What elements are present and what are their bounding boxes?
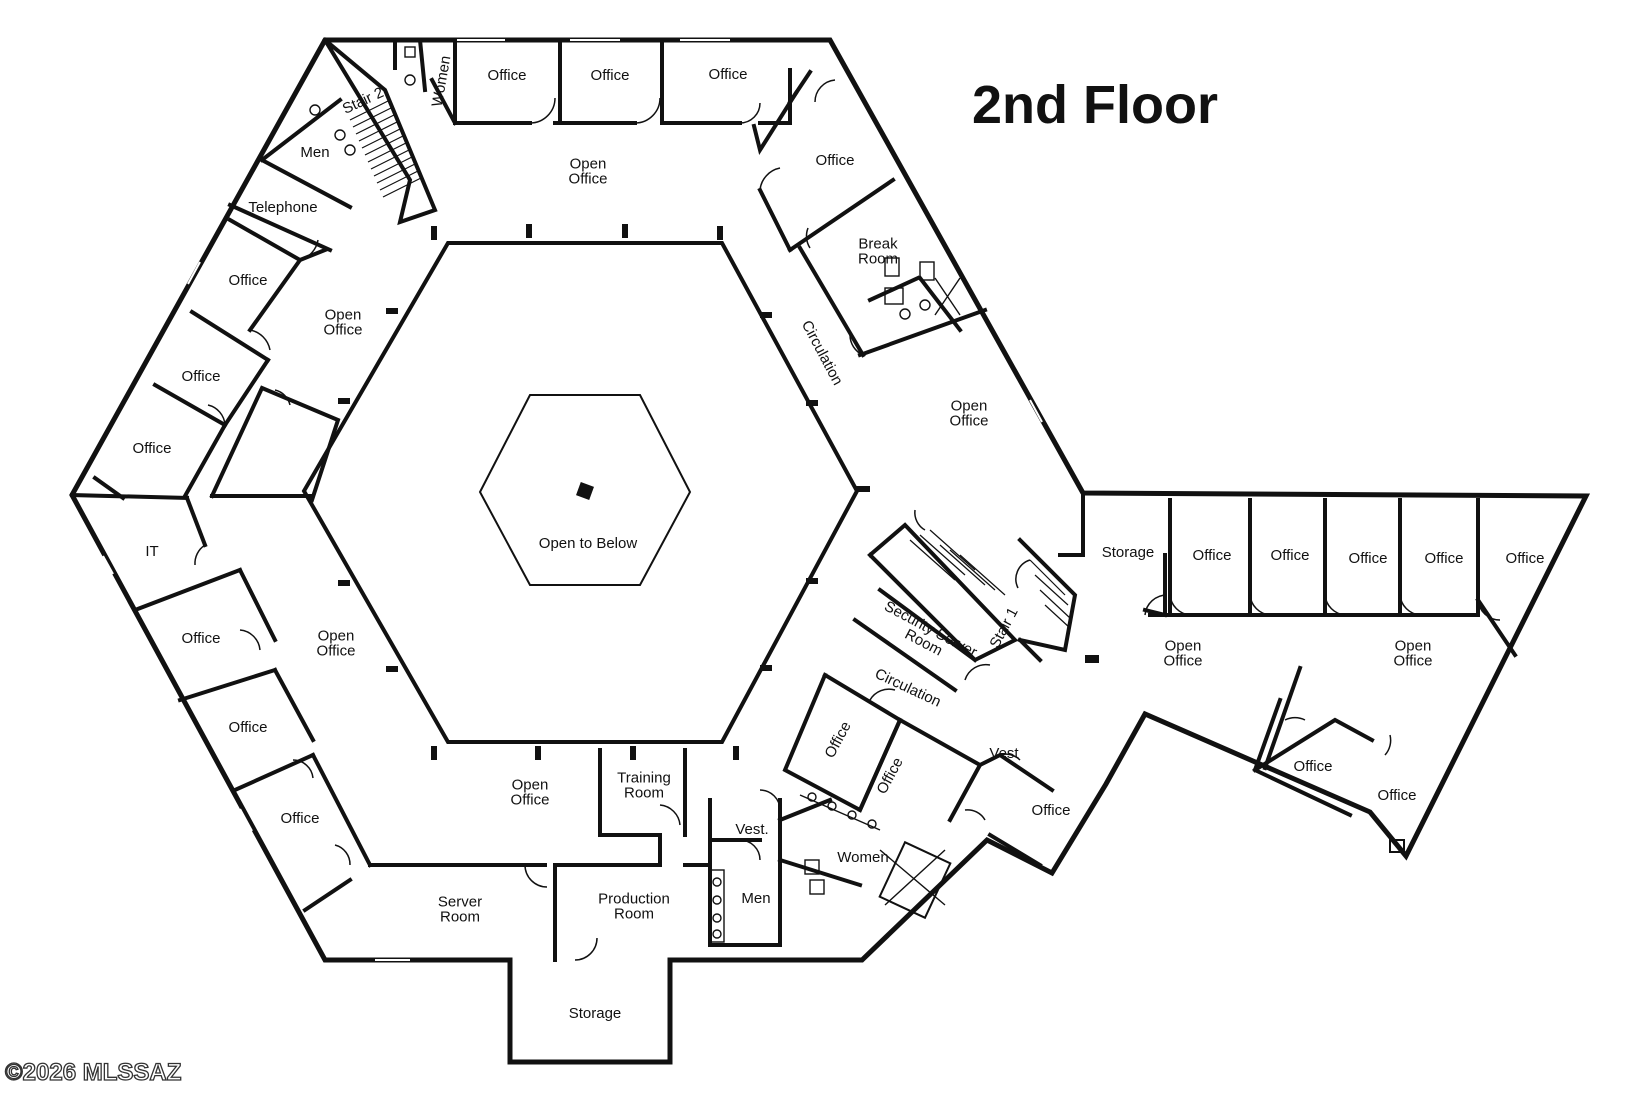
stair-2-block bbox=[227, 37, 458, 253]
label-office-e5: Office bbox=[1506, 550, 1545, 567]
label-office-e7: Office bbox=[1378, 787, 1417, 804]
south-wing-walls bbox=[368, 748, 952, 962]
label-men-top: Men bbox=[300, 144, 329, 161]
label-office-e1: Office bbox=[1193, 547, 1232, 564]
label-office-sw3: Office bbox=[281, 810, 320, 827]
label-office-s2: Office bbox=[873, 755, 906, 797]
stair-1-block bbox=[852, 509, 1099, 693]
label-office-top-2: Office bbox=[591, 67, 630, 84]
label-office-s1: Office bbox=[821, 719, 854, 761]
label-office-w2: Office bbox=[182, 368, 221, 385]
label-office-w3: Office bbox=[133, 440, 172, 457]
label-office-sw2: Office bbox=[229, 719, 268, 736]
west-wing-walls bbox=[69, 217, 341, 503]
label-stair-1: Stair 1 bbox=[986, 605, 1021, 651]
label-office-e4: Office bbox=[1425, 550, 1464, 567]
atrium-walls bbox=[301, 224, 870, 760]
label-circulation-upper: Circulation bbox=[798, 318, 846, 389]
label-women-top: Women bbox=[429, 54, 455, 108]
label-it: IT bbox=[145, 543, 158, 560]
southeast-wing-walls bbox=[782, 672, 1055, 868]
label-vest-east: Vest bbox=[989, 745, 1019, 762]
label-storage-east: Storage bbox=[1102, 544, 1155, 561]
label-telephone: Telephone bbox=[248, 199, 317, 216]
southwest-wing-walls bbox=[132, 495, 373, 913]
label-office-top-1: Office bbox=[488, 67, 527, 84]
east-wing-walls bbox=[1015, 491, 1518, 853]
label-open-to-below: Open to Below bbox=[539, 535, 638, 552]
label-office-top-3: Office bbox=[709, 66, 748, 83]
label-office-e2: Office bbox=[1271, 547, 1310, 564]
exterior-walls bbox=[69, 37, 1591, 1065]
label-men-south: Men bbox=[741, 890, 770, 907]
label-stair-2: Stair 2 bbox=[340, 84, 386, 118]
copyright-watermark: ©2026 MLSSAZ bbox=[5, 1059, 181, 1086]
label-storage-south: Storage bbox=[569, 1005, 622, 1022]
label-office-se: Office bbox=[1032, 802, 1071, 819]
label-circulation-lower: Circulation bbox=[872, 665, 943, 710]
label-vest-south: Vest. bbox=[735, 821, 768, 838]
label-office-sw1: Office bbox=[182, 630, 221, 647]
label-office-ne: Office bbox=[816, 152, 855, 169]
label-office-e6: Office bbox=[1294, 758, 1333, 775]
label-office-w1: Office bbox=[229, 272, 268, 289]
floor-title: 2nd Floor bbox=[972, 75, 1218, 135]
label-women-south: Women bbox=[837, 849, 888, 866]
label-office-e3: Office bbox=[1349, 550, 1388, 567]
north-wing-walls bbox=[453, 38, 988, 358]
